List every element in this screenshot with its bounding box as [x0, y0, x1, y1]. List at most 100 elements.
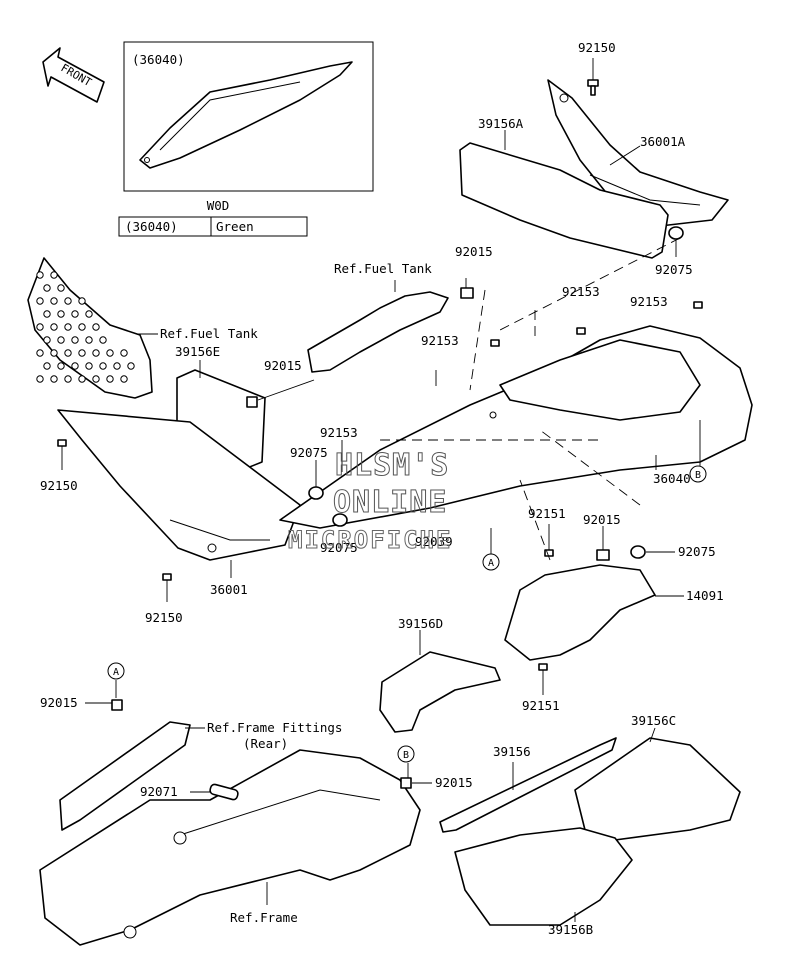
marker-A-bottom-label: A	[113, 667, 119, 678]
perforation-dot	[57, 336, 65, 344]
perforation-dot	[106, 349, 114, 357]
perforation-dot	[64, 349, 72, 357]
perforation-dot	[57, 362, 65, 370]
screw-92153-b	[576, 327, 586, 335]
part-36001	[57, 409, 301, 561]
collar-92015-d	[111, 699, 123, 711]
perforation-dot	[36, 297, 44, 305]
perforation-dot	[120, 349, 128, 357]
perforation-dot	[57, 284, 65, 292]
label-ref-fuel-tank-2: Ref.Fuel Tank	[160, 326, 258, 341]
perforation-dot	[113, 362, 121, 370]
label-36001A: 36001A	[640, 134, 686, 149]
tank-cover-left	[27, 257, 153, 399]
marker-B-bottom: B	[397, 745, 415, 763]
collar-92015-e	[400, 777, 412, 789]
label-92015-a: 92015	[455, 244, 493, 259]
inset-box: (36040)	[123, 41, 374, 192]
label-ref-frame: Ref.Frame	[230, 910, 298, 925]
color-table-part: (36040)	[125, 219, 178, 234]
screw-92153-c	[693, 301, 703, 309]
perforation-dot	[85, 362, 93, 370]
perforation-dot	[36, 349, 44, 357]
label-92150-left: 92150	[40, 478, 78, 493]
label-ref-frame-fittings: Ref.Frame Fittings	[207, 720, 342, 735]
label-ref-fuel-tank-1: Ref.Fuel Tank	[334, 261, 432, 276]
front-arrow: FRONT	[42, 47, 105, 103]
marker-A-bottom: A	[107, 662, 125, 680]
watermark: HLSM'S ONLINE MICROFICHE	[288, 448, 452, 555]
leader-lines	[61, 58, 701, 922]
perforation-dot	[36, 375, 44, 383]
collar-92015-a	[460, 287, 474, 299]
perforation-dot	[50, 271, 58, 279]
screw-92150-bottom	[162, 573, 172, 581]
label-92153-a: 92153	[421, 333, 459, 348]
inset-part-ref: (36040)	[132, 52, 185, 67]
marker-A-top: A	[482, 553, 500, 571]
perforation-dot	[78, 323, 86, 331]
label-92150-top: 92150	[578, 40, 616, 55]
grommet-92075-mid	[308, 486, 324, 500]
label-92075-mid: 92075	[290, 445, 328, 460]
perforation-dot	[50, 323, 58, 331]
perforation-dot	[120, 375, 128, 383]
label-92153-d: 92153	[320, 425, 358, 440]
label-39156D: 39156D	[398, 616, 443, 631]
rear-frame	[39, 749, 421, 946]
perforation-dot	[78, 349, 86, 357]
perforation-dot	[99, 336, 107, 344]
grommet-92075-top	[668, 226, 684, 240]
label-92015-c: 92015	[583, 512, 621, 527]
label-ref-frame-fittings-sub: (Rear)	[243, 736, 288, 751]
perforation-dot	[43, 336, 51, 344]
part-39156A	[459, 142, 669, 259]
marker-B-bottom-label: B	[403, 750, 409, 761]
label-92151-a: 92151	[528, 506, 566, 521]
perforation-dot	[64, 297, 72, 305]
collar-92015-c	[596, 549, 610, 561]
label-92151-b: 92151	[522, 698, 560, 713]
color-table-header: W0D	[207, 198, 230, 213]
perforation-dot	[92, 323, 100, 331]
perforation-dot	[92, 375, 100, 383]
part-39156B	[454, 827, 633, 926]
grommet-92075-mid2	[332, 513, 348, 527]
label-39156C: 39156C	[631, 713, 676, 728]
perforation-dot	[78, 375, 86, 383]
label-92150-bottom: 92150	[145, 610, 183, 625]
label-92039: 92039	[415, 534, 453, 549]
screw-92150-top	[587, 79, 599, 96]
label-92075-mid2: 92075	[320, 540, 358, 555]
label-39156B: 39156B	[548, 922, 593, 937]
watermark-line2: ONLINE	[333, 485, 447, 520]
label-92075-top: 92075	[655, 262, 693, 277]
perforation-dot	[71, 310, 79, 318]
perforation-dot	[36, 323, 44, 331]
label-92015-d: 92015	[40, 695, 78, 710]
label-92015-b: 92015	[264, 358, 302, 373]
label-92153-b: 92153	[562, 284, 600, 299]
color-table-color: Green	[216, 219, 254, 234]
part-labels: 92150 39156A 36001A 92075 92015 Ref.Fuel…	[40, 40, 724, 937]
perforation-dot	[85, 336, 93, 344]
screw-92150-left	[57, 439, 67, 447]
part-39156	[439, 737, 617, 833]
label-39156A: 39156A	[478, 116, 524, 131]
perforation-dot	[50, 375, 58, 383]
label-36001: 36001	[210, 582, 248, 597]
label-39156E: 39156E	[175, 344, 220, 359]
perforation-dot	[99, 362, 107, 370]
part-36040-tail-cowl	[279, 325, 753, 529]
perforation-dot	[50, 349, 58, 357]
marker-B-top-label: B	[695, 470, 701, 481]
perforation-dot	[57, 310, 65, 318]
perforation-dot	[85, 310, 93, 318]
marker-B-top: B	[689, 465, 707, 483]
perforation-dot	[43, 310, 51, 318]
part-36001A	[547, 79, 729, 227]
label-92075-right: 92075	[678, 544, 716, 559]
perforation-dot	[43, 284, 51, 292]
bracket-fuel-tank	[307, 291, 449, 373]
